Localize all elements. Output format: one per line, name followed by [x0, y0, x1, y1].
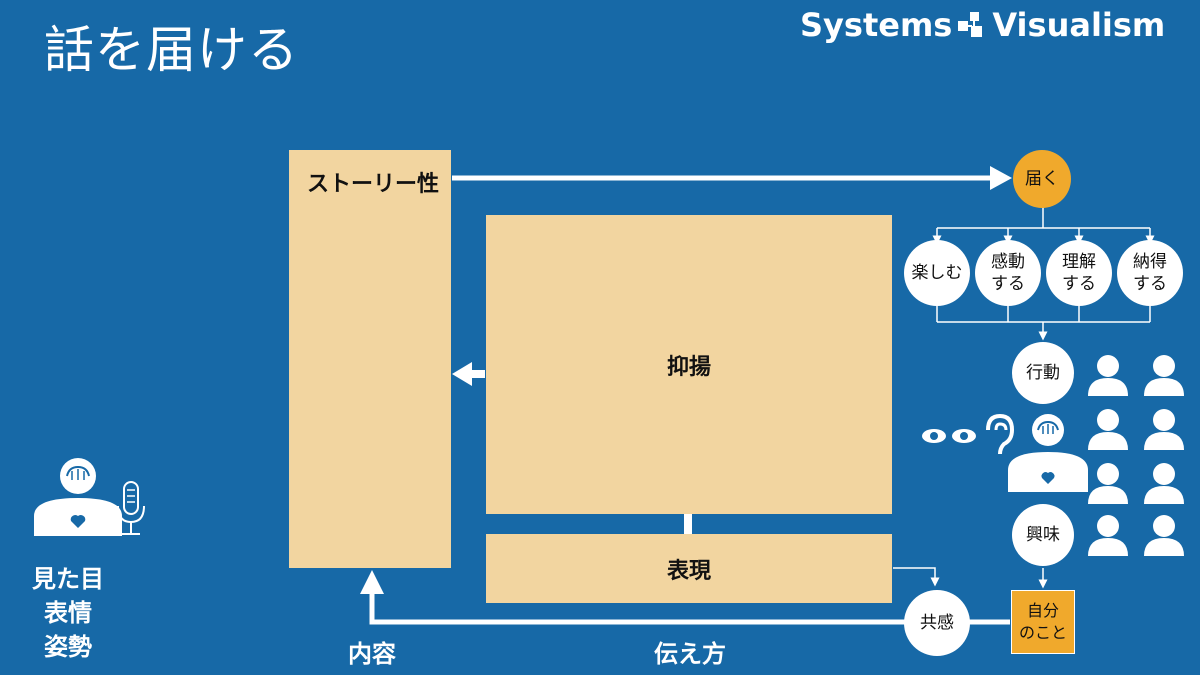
tanoshimu-circle: 楽しむ — [904, 240, 970, 306]
speaker-attributes: 見た目 表情 姿勢 — [20, 562, 116, 664]
story-box: ストーリー性 — [289, 150, 451, 568]
person-icon — [1088, 463, 1128, 504]
nattoku-circle: 納得する — [1117, 240, 1183, 306]
kando-circle: 感動する — [975, 240, 1041, 306]
person-icon — [1088, 355, 1128, 396]
hyogen-label: 表現 — [666, 558, 711, 584]
systems-visualism-logo-icon — [958, 8, 984, 46]
brand-left: Systems — [800, 6, 953, 44]
person-icon — [1144, 409, 1184, 450]
brand-right: Visualism — [992, 6, 1166, 44]
audience-people-icons — [1088, 355, 1184, 556]
heart-icon — [1041, 472, 1055, 484]
person-icon — [1144, 515, 1184, 556]
bottom-feedback-arrow — [369, 592, 1010, 625]
heart-icon — [70, 515, 86, 528]
label-naiyo: 内容 — [348, 640, 396, 668]
person-icon — [1144, 463, 1184, 504]
label-tsutaekata: 伝え方 — [654, 640, 726, 668]
speaker-group — [34, 458, 145, 536]
kyokan-circle: 共感 — [904, 590, 970, 656]
label-shisei: 姿勢 — [44, 633, 92, 661]
yokuyo-hyogen-connector — [684, 514, 692, 534]
person-icon — [1088, 409, 1128, 450]
ear-icon — [986, 413, 1015, 455]
brand-logo: Systems Visualism — [800, 6, 1165, 46]
label-mitame: 見た目 — [32, 565, 104, 593]
eye-icon — [922, 429, 946, 443]
eye-icon — [952, 429, 976, 443]
yokuyo-box: 抑揚 — [486, 215, 892, 514]
listener-group — [922, 413, 1088, 492]
story-label: ストーリー性 — [307, 172, 440, 197]
rikai-circle: 理解する — [1046, 240, 1112, 306]
jibun-box: 自分のこと — [1011, 590, 1075, 654]
kyomi-circle: 興味 — [1012, 504, 1074, 566]
kodo-circle: 行動 — [1012, 342, 1074, 404]
microphone-icon — [117, 481, 145, 535]
yokuyo-label: 抑揚 — [666, 354, 711, 380]
page-title: 話を届ける — [44, 21, 299, 79]
person-icon — [1144, 355, 1184, 396]
todoku-circle: 届く — [1013, 150, 1071, 208]
person-icon — [1088, 515, 1128, 556]
speaker-person-icon — [34, 458, 122, 536]
listener-person-icon — [1008, 414, 1088, 492]
hyogen-box: 表現 — [486, 534, 892, 603]
label-hyojo: 表情 — [44, 599, 92, 627]
